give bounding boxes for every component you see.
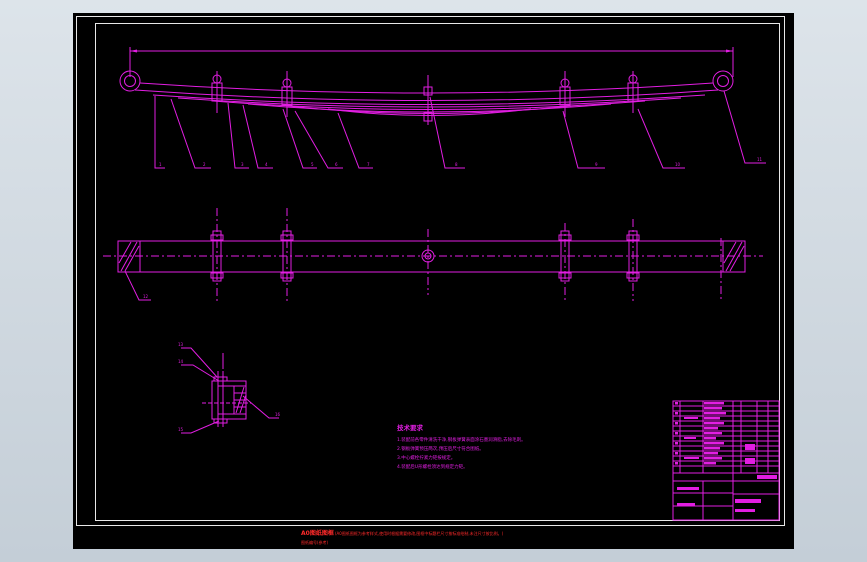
callout-11: 11 [757, 157, 763, 162]
spring-plan-view [103, 208, 763, 301]
detail-callout-13: 13 [178, 342, 184, 347]
clip-2 [281, 71, 293, 117]
clip-4 [627, 71, 639, 113]
callout-5: 5 [311, 162, 314, 167]
callout-3: 3 [241, 162, 244, 167]
leaf-spring-drawing: 1 2 3 4 5 6 7 8 9 10 11 12 [76, 16, 785, 545]
leader-lines [154, 90, 766, 169]
detail-callout-15: 15 [178, 427, 184, 432]
outer-frame [76, 16, 785, 526]
footer-title: A0图纸图框 [301, 529, 334, 537]
note-2: 2.钢板弹簧预压两次,预压后尺寸符合图纸。 [397, 445, 484, 452]
plan-bolt-4 [626, 219, 640, 301]
callout-6: 6 [335, 162, 338, 167]
clip-1 [211, 71, 223, 113]
footer-text: A0图纸图框 (A0图纸图框为参考样式,使用时根据需要修改,图框中标题栏尺寸按标… [301, 529, 504, 545]
plan-bolt-2 [280, 208, 294, 301]
notes-title: 技术要求 [397, 423, 424, 432]
callout-2: 2 [203, 162, 206, 167]
plan-bolt-1 [210, 208, 224, 301]
callout-12: 12 [143, 294, 149, 299]
drawing-canvas: 1 2 3 4 5 6 7 8 9 10 11 12 [73, 13, 794, 549]
callout-8: 8 [455, 162, 458, 167]
callout-7: 7 [367, 162, 370, 167]
technical-notes: 技术要求 1.装配前各零件清洗干净,钢板弹簧表面涂石墨润滑脂,去除毛刺。 2.钢… [397, 423, 526, 470]
detail-view: 13 14 15 16 [178, 342, 281, 434]
spring-side-view: 1 2 3 4 5 6 7 8 9 10 11 12 [119, 47, 766, 299]
title-block [672, 400, 780, 521]
clip-3 [559, 71, 571, 117]
note-4: 4.装配后U形螺栓须达到规定力矩。 [397, 463, 468, 470]
inner-frame [95, 23, 780, 521]
plan-bolt-3 [558, 223, 572, 301]
footer-line-1: (A0图纸图框为参考样式,使用时根据需要修改,图框中标题栏尺寸按标准绘制,未注尺… [335, 530, 504, 536]
callout-10: 10 [675, 162, 681, 167]
detail-callout-16: 16 [275, 412, 281, 417]
note-3: 3.中心螺栓拧紧力矩按规定。 [397, 454, 455, 461]
callout-labels: 1 2 3 4 5 6 7 8 9 10 11 12 [143, 157, 763, 299]
footer-line-2: 图纸编号(参考) [301, 539, 329, 545]
callout-4: 4 [265, 162, 268, 167]
detail-callout-14: 14 [178, 359, 184, 364]
callout-1: 1 [159, 162, 162, 167]
note-1: 1.装配前各零件清洗干净,钢板弹簧表面涂石墨润滑脂,去除毛刺。 [397, 436, 526, 443]
callout-9: 9 [595, 162, 598, 167]
